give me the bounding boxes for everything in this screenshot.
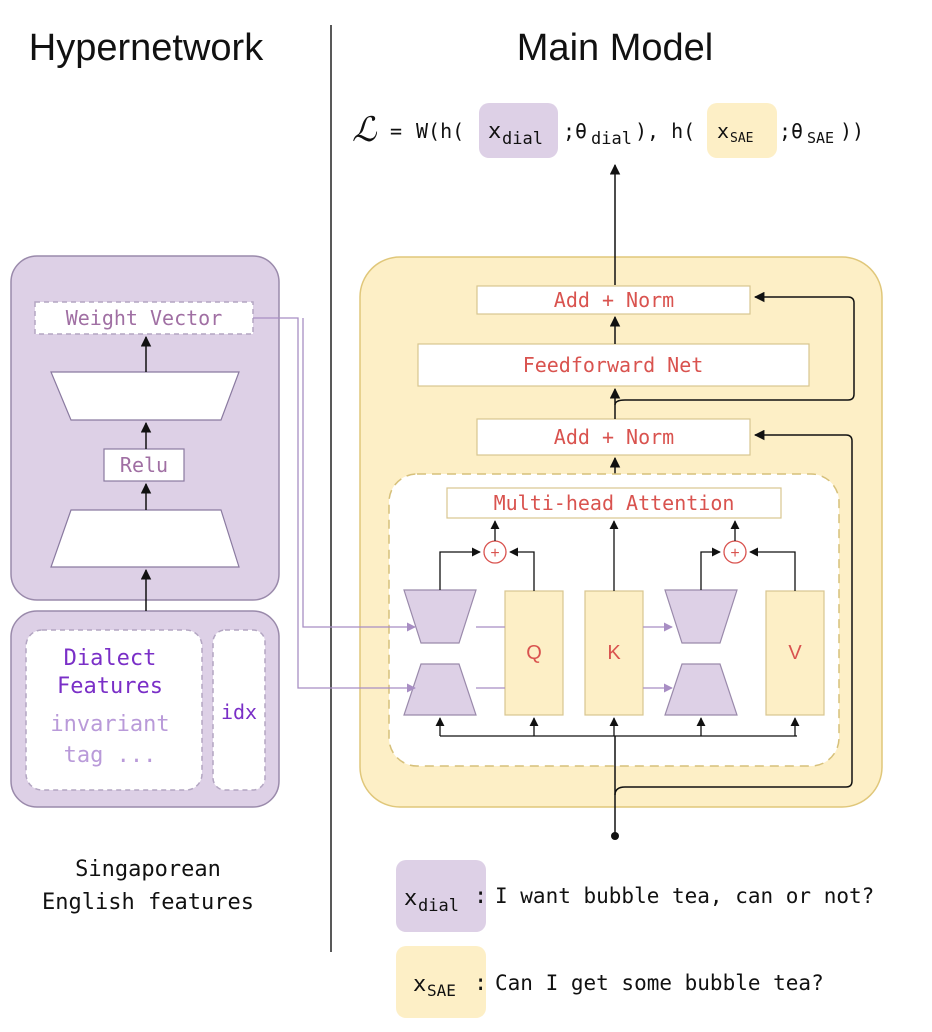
idx-label: idx — [221, 700, 257, 724]
relu-label: Relu — [120, 453, 168, 477]
example-sae-sub: SAE — [427, 981, 456, 1000]
dialect-features-box — [25, 629, 203, 791]
add-norm-top-label: Add + Norm — [554, 288, 674, 312]
loss-formula: ℒ = W(h( x dial ;θ dial ), h( x SAE ;θ S… — [352, 103, 864, 158]
weight-vector-to-adapter-lower — [253, 317, 416, 693]
loss-x-dial: x — [488, 119, 501, 144]
examples-legend: x dial : I want bubble tea, can or not? … — [396, 860, 874, 1018]
loss-x-dial-sub: dial — [502, 129, 543, 149]
q-adapter-to-sum — [439, 547, 481, 590]
feedforward-label: Feedforward Net — [523, 353, 704, 377]
query-adapter-down-layer — [403, 663, 477, 716]
dialect-feature-tag: tag ... — [64, 743, 157, 768]
query-box — [504, 590, 564, 716]
loss-mid: ), h( — [635, 119, 695, 143]
loss-x-sae-sub: SAE — [730, 131, 753, 146]
example-sae-sentence: Can I get some bubble tea? — [495, 971, 824, 995]
up-projection-layer — [50, 371, 240, 421]
loss-theta-sae: ;θ — [779, 119, 803, 143]
idx-box — [212, 629, 266, 791]
loss-w-open: W(h( — [416, 119, 464, 143]
example-sae-x: x — [413, 972, 426, 997]
weight-vector-label: Weight Vector — [66, 306, 223, 330]
example-dial-x: x — [404, 886, 417, 911]
hypernetwork-block: Weight Vector Relu Dialect Features inva… — [10, 255, 280, 915]
example-sae-chip — [396, 946, 486, 1018]
main-model-title: Main Model — [517, 27, 713, 69]
value-sum-plus: + — [730, 545, 739, 562]
example-dial-sub: dial — [418, 896, 459, 916]
hypernetwork-caption-2: English features — [42, 890, 254, 915]
example-dial-sentence: I want bubble tea, can or not? — [495, 884, 874, 908]
v-adapter-to-sum — [700, 547, 721, 590]
loss-close: )) — [840, 119, 864, 143]
hypernetwork-caption-1: Singaporean — [75, 857, 221, 882]
example-dial-chip — [396, 860, 486, 932]
add-norm-top-box — [476, 285, 751, 315]
value-box — [765, 590, 825, 716]
dialect-features-title-1: Dialect — [64, 646, 157, 671]
loss-x-sae-box — [707, 103, 777, 158]
hypernetwork-title: Hypernetwork — [29, 27, 264, 69]
main-model-block: Add + Norm Feedforward Net Add + Norm Mu… — [359, 163, 883, 840]
example-dial-colon: : — [474, 884, 487, 909]
loss-theta-dial: ;θ — [563, 119, 587, 143]
v-to-sum — [749, 547, 796, 591]
residual-ffn-connection — [614, 291, 855, 406]
dialect-feature-invariant: invariant — [50, 712, 169, 737]
down-projection-layer — [50, 509, 240, 568]
q-to-sum — [509, 547, 535, 591]
query-sum-plus: + — [490, 545, 499, 562]
value-adapter-up-layer — [664, 589, 738, 644]
loss-equals: = — [390, 119, 402, 143]
dialect-features-title-2: Features — [57, 674, 163, 699]
weight-vector-to-adapter-upper — [302, 318, 416, 632]
loss-theta-sae-sub: SAE — [807, 129, 834, 147]
key-label: K — [607, 642, 621, 664]
residual-attention-connection — [614, 429, 853, 796]
mha-label: Multi-head Attention — [494, 491, 735, 515]
example-sae-colon: : — [474, 971, 487, 996]
query-label: Q — [526, 642, 542, 664]
relu-box — [103, 448, 185, 482]
loss-symbol: ℒ — [352, 110, 378, 150]
loss-x-dial-box — [479, 103, 558, 158]
value-label: V — [788, 642, 802, 664]
key-box — [584, 590, 644, 716]
add-norm-bottom-label: Add + Norm — [554, 425, 674, 449]
input-node — [611, 832, 619, 840]
loss-x-sae: x — [717, 119, 729, 143]
loss-theta-dial-sub: dial — [591, 129, 632, 149]
add-norm-bottom-box — [476, 418, 751, 456]
feedforward-box — [417, 343, 810, 387]
value-adapter-down-layer — [664, 663, 738, 716]
mha-box — [446, 487, 782, 519]
